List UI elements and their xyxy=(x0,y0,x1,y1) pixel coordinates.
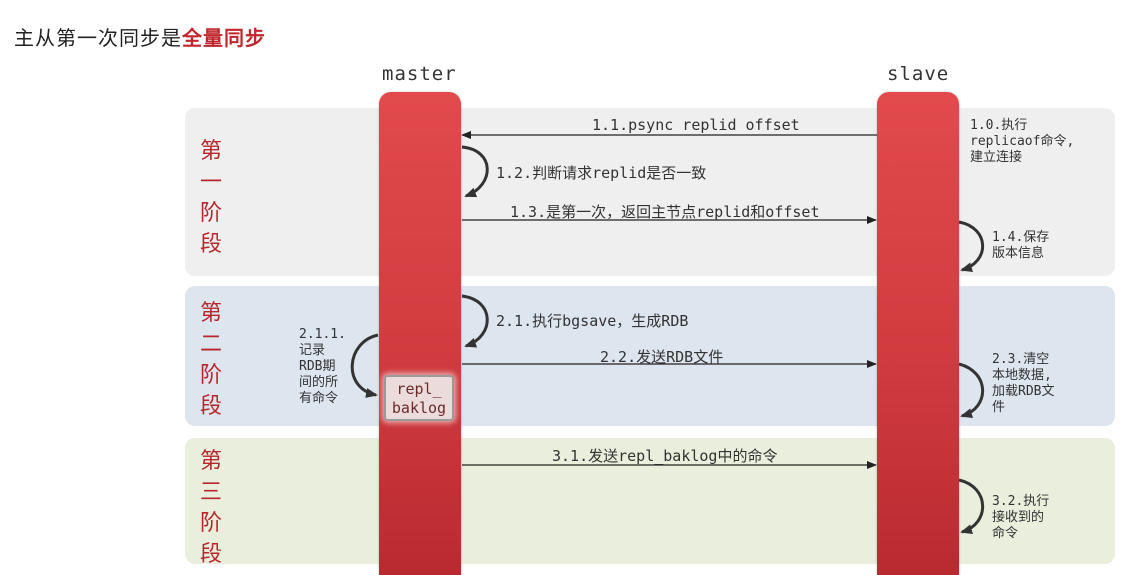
step-2-3-line: 本地数据, xyxy=(992,368,1052,383)
phase-3-char: 第 xyxy=(199,449,222,474)
step-2-2-label: 2.2.发送RDB文件 xyxy=(600,348,724,366)
phase-3-char: 阶 xyxy=(199,511,222,536)
phase-1-panel xyxy=(185,108,1115,276)
master-lifeline xyxy=(379,92,461,575)
arrow-1-4-loop xyxy=(958,220,985,273)
step-1-0-line: 1.0.执行 xyxy=(970,118,1028,133)
master-heading: master xyxy=(382,63,457,85)
slave-lifeline xyxy=(877,92,959,575)
arrow-2-3-loop xyxy=(958,362,985,419)
phase-2-panel xyxy=(185,286,1115,426)
phase-3-char: 段 xyxy=(199,542,222,567)
step-3-2-line: 命令 xyxy=(992,526,1019,541)
step-2-3-note: 2.3.清空 本地数据, 加载RDB文 件 xyxy=(992,352,1054,416)
step-3-2-note: 3.2.执行 接收到的 命令 xyxy=(992,494,1049,542)
arrow-1-2-loop xyxy=(461,145,489,198)
phase-1-char: 第 xyxy=(199,139,222,164)
repl-baklog-line: baklog xyxy=(391,399,447,417)
step-2-3-line: 件 xyxy=(992,400,1006,415)
repl-baklog-line: repl_ xyxy=(396,380,442,398)
phase-2-label: 第 二 阶 段 xyxy=(198,298,224,422)
step-1-0-line: replicaof命令, xyxy=(970,134,1075,149)
step-1-2-label: 1.2.判断请求replid是否一致 xyxy=(496,164,707,182)
phase-3-label: 第 三 阶 段 xyxy=(198,446,224,570)
step-3-2-line: 接收到的 xyxy=(992,510,1045,525)
phase-2-char: 第 xyxy=(199,301,222,326)
step-2-1-1-line: 有命令 xyxy=(299,391,339,406)
step-1-1-label: 1.1.psync replid offset xyxy=(592,116,800,134)
step-2-3-line: 加载RDB文 xyxy=(992,384,1055,399)
step-2-1-1-line: RDB期 xyxy=(299,359,336,374)
step-1-0-note: 1.0.执行 replicaof命令, 建立连接 xyxy=(970,118,1074,166)
step-1-4-line: 版本信息 xyxy=(992,246,1045,261)
step-2-1-1-line: 2.1.1. xyxy=(299,327,346,342)
phase-2-char: 二 xyxy=(199,332,222,357)
phase-3-panel xyxy=(185,438,1115,564)
page-title: 主从第一次同步是全量同步 xyxy=(14,22,266,51)
step-1-3-label: 1.3.是第一次，返回主节点replid和offset xyxy=(510,203,820,221)
step-1-4-note: 1.4.保存 版本信息 xyxy=(992,230,1049,262)
phase-1-label: 第 一 阶 段 xyxy=(198,136,224,260)
arrow-2-1-loop xyxy=(461,294,489,348)
step-1-4-line: 1.4.保存 xyxy=(992,230,1050,245)
step-2-1-1-line: 间的所 xyxy=(299,375,339,390)
step-3-1-label: 3.1.发送repl_baklog中的命令 xyxy=(552,447,778,465)
phase-1-char: 段 xyxy=(199,232,222,257)
arrow-3-2-loop xyxy=(958,478,985,535)
step-3-2-line: 3.2.执行 xyxy=(992,494,1050,509)
phase-3-char: 三 xyxy=(199,480,222,505)
phase-1-char: 阶 xyxy=(199,201,222,226)
arrow-2-1-1-loop xyxy=(350,333,379,398)
repl-baklog-box: repl_ baklog xyxy=(384,375,454,421)
phase-1-char: 一 xyxy=(199,170,222,195)
slave-heading: slave xyxy=(887,63,950,85)
title-emphasis: 全量同步 xyxy=(182,26,266,50)
step-2-1-label: 2.1.执行bgsave，生成RDB xyxy=(496,312,689,330)
step-2-1-1-note: 2.1.1. 记录 RDB期 间的所 有命令 xyxy=(299,327,346,407)
phase-2-char: 段 xyxy=(199,394,222,419)
step-2-3-line: 2.3.清空 xyxy=(992,352,1050,367)
step-2-1-1-line: 记录 xyxy=(299,343,326,358)
step-1-0-line: 建立连接 xyxy=(970,150,1023,165)
title-main: 主从第一次同步是 xyxy=(14,26,182,50)
phase-2-char: 阶 xyxy=(199,363,222,388)
